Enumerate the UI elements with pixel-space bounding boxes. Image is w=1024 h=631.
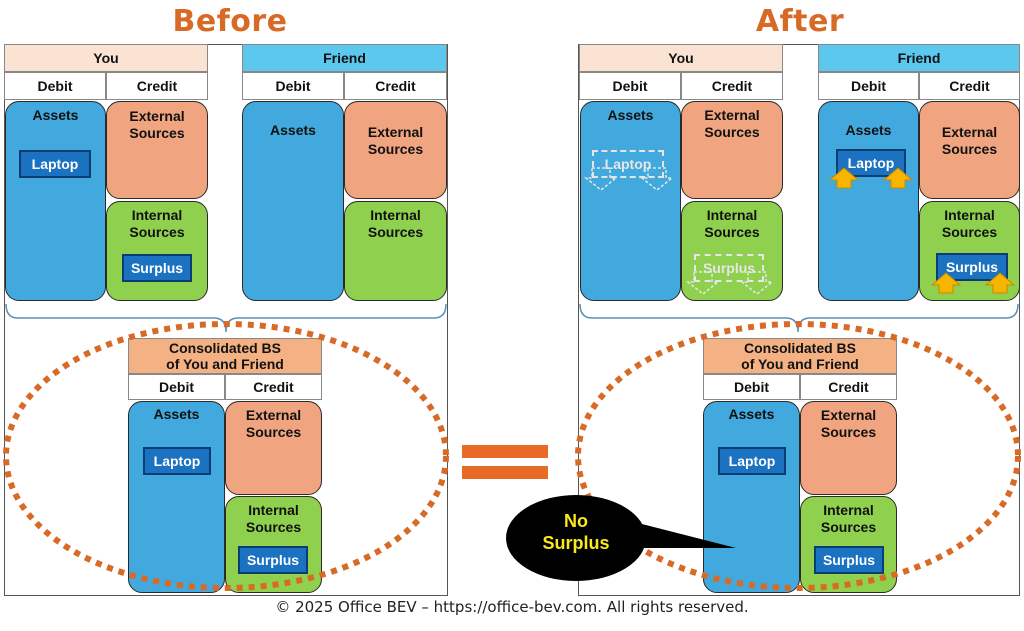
before-bracket: [5, 303, 447, 333]
assets-label: Assets: [32, 107, 79, 123]
before-you-header: You: [4, 44, 208, 72]
copyright-footer: © 2025 Office BEV – https://office-bev.c…: [275, 598, 749, 616]
before-cons-laptop-tag: Laptop: [143, 447, 211, 475]
assets-label: Assets: [607, 107, 654, 123]
after-you-assets: Assets: [580, 101, 681, 301]
after-friend-credit: Credit: [919, 72, 1020, 100]
before-cons-debit: Debit: [128, 374, 225, 400]
before-you-assets: Assets: [5, 101, 106, 301]
down-arrow-icon: [686, 271, 775, 295]
before-you-debit: Debit: [4, 72, 106, 100]
consolidated-title: Consolidated BS: [743, 340, 856, 356]
internal-label: Internal: [823, 502, 874, 518]
equals-icon: [462, 466, 548, 479]
external-label: External: [704, 107, 760, 123]
before-highlight-ellipse: [3, 321, 449, 591]
external-label: External: [245, 407, 302, 423]
after-you-credit: Credit: [681, 72, 783, 100]
sources-label: Sources: [367, 141, 424, 157]
after-you-surplus-ghost: Surplus: [694, 254, 764, 282]
consolidated-subtitle: of You and Friend: [166, 356, 284, 372]
before-you-laptop-tag: Laptop: [19, 150, 91, 178]
after-you-internal: Internal Sources: [681, 201, 783, 301]
up-arrow-icon: [930, 272, 1016, 294]
assets-label: Assets: [270, 122, 316, 138]
external-label: External: [367, 124, 424, 140]
after-cons-assets: Assets: [703, 401, 800, 593]
after-consolidated-header: Consolidated BS of You and Friend: [703, 338, 897, 374]
internal-label: Internal: [248, 502, 299, 518]
before-title: Before: [172, 4, 288, 39]
sources-label: Sources: [245, 519, 302, 535]
before-cons-surplus-tag: Surplus: [238, 546, 308, 574]
after-cons-external: External Sources: [800, 401, 897, 495]
before-cons-assets: Assets: [128, 401, 225, 593]
before-friend-assets: Assets: [242, 101, 344, 301]
after-title: After: [755, 4, 845, 39]
external-label: External: [820, 407, 877, 423]
after-friend-debit: Debit: [818, 72, 919, 100]
before-you-external: External Sources: [106, 101, 208, 199]
before-friend-debit: Debit: [242, 72, 344, 100]
assets-label: Assets: [845, 122, 892, 138]
internal-label: Internal: [131, 207, 183, 223]
before-friend-header: Friend: [242, 44, 447, 72]
before-cons-credit: Credit: [225, 374, 322, 400]
internal-label: Internal: [944, 207, 995, 223]
before-you-surplus-tag: Surplus: [122, 254, 192, 282]
sources-label: Sources: [820, 424, 877, 440]
after-you-debit: Debit: [579, 72, 681, 100]
before-you-internal: Internal Sources: [106, 201, 208, 301]
after-friend-external: External Sources: [919, 101, 1020, 199]
equals-icon: [462, 445, 548, 458]
assets-label: Assets: [728, 406, 775, 422]
sources-label: Sources: [129, 224, 185, 240]
after-cons-laptop-tag: Laptop: [718, 447, 786, 475]
callout-line-2: Surplus: [542, 533, 610, 553]
before-you-credit: Credit: [106, 72, 208, 100]
after-cons-debit: Debit: [703, 374, 800, 400]
sources-label: Sources: [367, 224, 424, 240]
before-cons-external: External Sources: [225, 401, 322, 495]
sources-label: Sources: [245, 424, 302, 440]
sources-label: Sources: [820, 519, 877, 535]
after-highlight-ellipse: [575, 321, 1021, 591]
sources-label: Sources: [941, 141, 998, 157]
after-friend-assets: Assets: [818, 101, 919, 301]
before-friend-internal: Internal Sources: [344, 201, 447, 301]
after-friend-header: Friend: [818, 44, 1020, 72]
after-you-laptop-ghost: Laptop: [592, 150, 664, 178]
assets-label: Assets: [153, 406, 200, 422]
speech-bubble-icon: [506, 495, 736, 581]
consolidated-title: Consolidated BS: [168, 340, 281, 356]
sources-label: Sources: [704, 124, 760, 140]
internal-label: Internal: [370, 207, 421, 223]
after-you-header: You: [579, 44, 783, 72]
callout-line-1: No: [564, 511, 588, 531]
sources-label: Sources: [941, 224, 998, 240]
after-cons-credit: Credit: [800, 374, 897, 400]
before-consolidated-header: Consolidated BS of You and Friend: [128, 338, 322, 374]
before-friend-external: External Sources: [344, 101, 447, 199]
sources-label: Sources: [129, 125, 185, 141]
external-label: External: [941, 124, 998, 140]
no-surplus-callout: No Surplus: [514, 510, 638, 558]
up-arrow-icon: [828, 167, 914, 189]
after-bracket: [579, 303, 1019, 333]
before-cons-internal: Internal Sources: [225, 496, 322, 593]
before-friend-credit: Credit: [344, 72, 447, 100]
internal-label: Internal: [706, 207, 758, 223]
down-arrow-icon: [584, 167, 674, 191]
after-cons-surplus-tag: Surplus: [814, 546, 884, 574]
consolidated-subtitle: of You and Friend: [741, 356, 859, 372]
sources-label: Sources: [704, 224, 760, 240]
external-label: External: [129, 108, 185, 124]
after-you-external: External Sources: [681, 101, 783, 199]
